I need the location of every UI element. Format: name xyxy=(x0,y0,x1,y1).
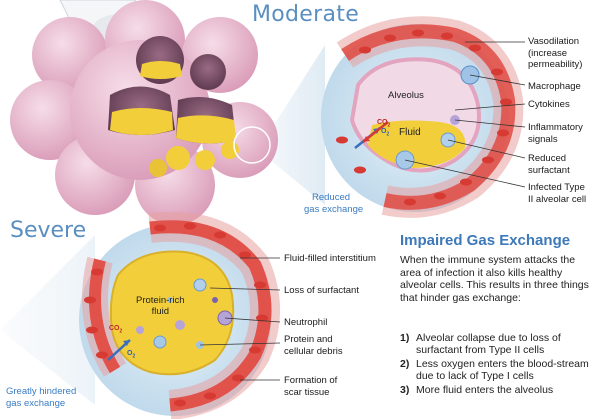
severe-co2-label: CO2 xyxy=(109,325,123,335)
zoom-beam-moderate xyxy=(258,45,325,205)
severe-callout-lines xyxy=(199,257,281,381)
list-item: 2)Less oxygen enters the blood-stream du… xyxy=(400,357,589,383)
callout-infected-type-ii: Infected Type II alveolar cell xyxy=(528,182,587,205)
moderate-o2-label: O2 xyxy=(381,128,390,138)
callout-loss-of-surfactant: Loss of surfactant xyxy=(284,285,359,296)
callout-macrophage: Macrophage xyxy=(528,81,581,92)
moderate-callout-lines xyxy=(404,41,526,188)
callout-fluid-filled-interstitium: Fluid-filled interstitium xyxy=(284,253,376,264)
callout-scar-tissue: Formation of scar tissue xyxy=(284,375,338,398)
callout-protein-debris: Protein and cellular debris xyxy=(284,334,343,357)
zoom-beam-severe xyxy=(0,235,95,405)
protein-rich-fluid-label: Protein-rich fluid xyxy=(136,295,185,317)
callout-inflammatory-signals: Inflammatory signals xyxy=(528,122,583,145)
gas-exchange-list: 1)Alveolar collapse due to loss of surfa… xyxy=(400,332,598,397)
alveolus-label: Alveolus xyxy=(388,90,424,101)
moderate-heading: Moderate xyxy=(252,2,360,27)
moderate-lens xyxy=(321,16,524,218)
callout-neutrophil: Neutrophil xyxy=(284,317,328,328)
gas-exchange-title: Impaired Gas Exchange xyxy=(400,232,571,249)
list-item: 3)More fluid enters the alveolus xyxy=(400,383,554,396)
callout-vasodilation: Vasodilation (increase permeability) xyxy=(528,36,583,70)
fluid-label: Fluid xyxy=(399,127,421,138)
gas-exchange-body: When the immune system attacks the area … xyxy=(400,254,589,304)
alveoli-cluster xyxy=(10,0,278,225)
severe-heading: Severe xyxy=(10,218,87,243)
severe-caption: Greatly hindered gas exchange xyxy=(6,386,77,409)
callout-cytokines: Cytokines xyxy=(528,99,570,110)
moderate-caption: Reduced gas exchange xyxy=(304,192,364,215)
moderate-co2-label: CO2 xyxy=(377,119,391,129)
callout-reduced-surfactant: Reduced surfactant xyxy=(528,153,570,176)
severe-lens xyxy=(79,211,280,419)
list-item: 1)Alveolar collapse due to loss of surfa… xyxy=(400,332,561,357)
severe-o2-label: O2 xyxy=(127,350,136,360)
